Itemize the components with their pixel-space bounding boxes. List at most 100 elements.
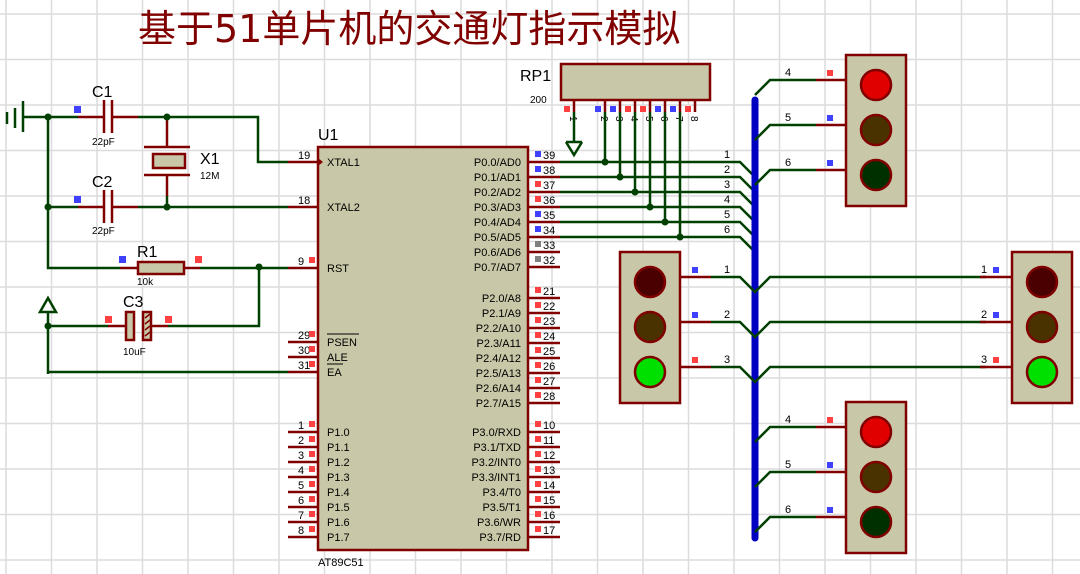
pin-number: 1 <box>298 420 304 432</box>
traffic-light-west[interactable]: 123 <box>618 250 986 405</box>
pin-number: 8 <box>688 116 699 122</box>
yellow-lamp <box>859 113 893 147</box>
rp1-pin-7[interactable]: 7 <box>670 100 684 122</box>
net-label: 2 <box>724 309 730 321</box>
pin-number: 12 <box>543 450 555 462</box>
pin-state-indicator <box>535 241 541 247</box>
pin-name: P1.0 <box>327 427 350 439</box>
u1-pin-7[interactable]: 7P1.6 <box>288 510 350 529</box>
power-icon <box>37 295 59 374</box>
pin-state-indicator <box>309 451 315 457</box>
r1-value: 10k <box>137 277 154 288</box>
pin-name: P3.1/TXD <box>473 442 521 454</box>
pin-state-indicator <box>309 436 315 442</box>
yellow-lamp <box>633 310 667 344</box>
traffic-light-north[interactable]: 456 <box>754 53 908 208</box>
pin-state-indicator <box>74 196 81 203</box>
capacitor-c3[interactable]: C3 10uF <box>48 267 261 358</box>
traffic-light-east[interactable]: 123 <box>980 250 1074 405</box>
u1-pin-4[interactable]: 4P1.3 <box>288 465 350 484</box>
pin-state-indicator <box>692 312 698 318</box>
rp1-pin-2[interactable]: 2 <box>595 100 609 122</box>
pin-state-indicator <box>309 481 315 487</box>
pin-number: 26 <box>543 361 555 373</box>
rp1-pin-4[interactable]: 4 <box>625 100 639 122</box>
pin-name: P1.1 <box>327 442 350 454</box>
crystal-x1[interactable]: X1 12M <box>144 145 220 182</box>
u1-pin-5[interactable]: 5P1.4 <box>288 480 350 499</box>
microcontroller-u1[interactable]: U1 AT89C51 19XTAL118XTAL29RST29PSEN30ALE… <box>288 127 560 569</box>
pin-name: P0.6/AD6 <box>474 247 521 259</box>
pin-name: P3.2/INT0 <box>471 457 521 469</box>
pin-state-indicator <box>119 256 126 263</box>
bus-label: 1 <box>724 149 730 161</box>
pin-number: 29 <box>298 330 310 342</box>
rp1-ref: RP1 <box>520 68 551 85</box>
u1-pin-8[interactable]: 8P1.7 <box>288 525 350 544</box>
u1-pin-2[interactable]: 2P1.1 <box>288 435 350 454</box>
net-label: 3 <box>981 354 987 366</box>
pin-number: 34 <box>543 225 555 237</box>
rp1-pin-5[interactable]: 5 <box>640 100 654 122</box>
pin-state-indicator <box>625 106 631 112</box>
pin-state-indicator <box>535 287 541 293</box>
rp1-pin-1[interactable]: 1 <box>564 100 578 122</box>
capacitor-c1[interactable]: C1 22pF <box>74 84 115 148</box>
pin-number: 23 <box>543 316 555 328</box>
pin-name: P3.3/INT1 <box>471 472 521 484</box>
c2-value: 22pF <box>92 226 115 237</box>
u1-pin-6[interactable]: 6P1.5 <box>288 495 350 514</box>
pin-state-indicator <box>535 436 541 442</box>
capacitor-c2[interactable]: C2 22pF <box>74 174 115 237</box>
u1-pin-3[interactable]: 3P1.2 <box>288 450 350 469</box>
r1-ref: R1 <box>137 244 158 261</box>
pin-number: 33 <box>543 240 555 252</box>
u1-pin-1[interactable]: 1P1.0 <box>288 420 350 439</box>
pin-state-indicator <box>535 211 541 217</box>
pin-state-indicator <box>309 257 315 263</box>
rp1-pin-8[interactable]: 8 <box>685 100 699 122</box>
pin-number: 6 <box>298 495 304 507</box>
rp1-pin-6[interactable]: 6 <box>655 100 669 122</box>
rp1-pin-3[interactable]: 3 <box>610 100 624 122</box>
traffic-light-south[interactable]: 456 <box>754 400 908 555</box>
net-label: 3 <box>724 354 730 366</box>
pin-state-indicator <box>993 267 999 273</box>
resistor-r1[interactable]: R1 10k <box>119 244 288 288</box>
pin-number: 15 <box>543 495 555 507</box>
pin-number: 7 <box>298 510 304 522</box>
